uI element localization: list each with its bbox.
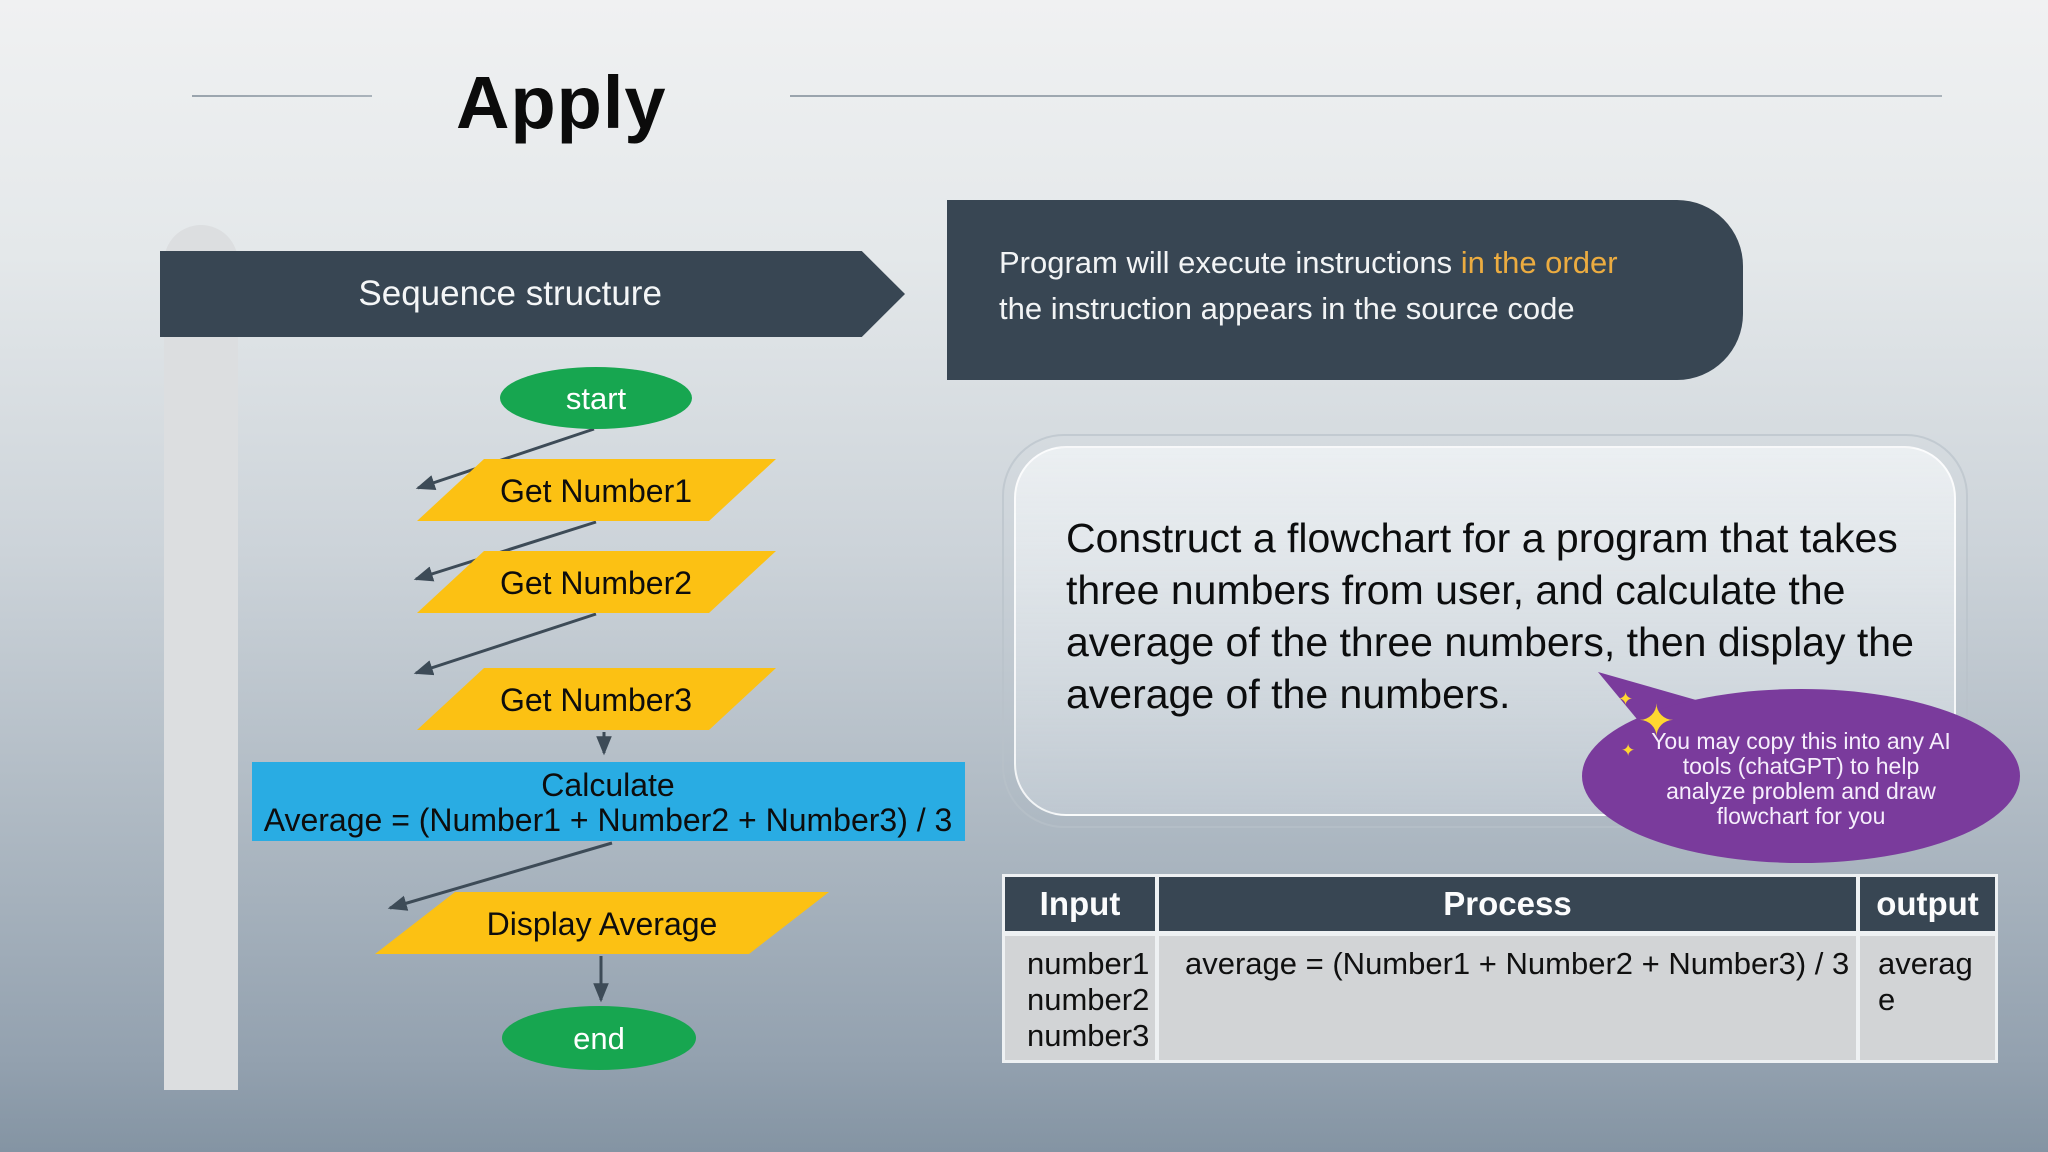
get-number3-label: Get Number3: [500, 682, 692, 718]
bubble-line: analyze problem and draw: [1666, 778, 1936, 804]
get-number3-parallelogram: [417, 668, 776, 730]
calculate-process-shape: [252, 762, 965, 841]
arrow-calc-to-display: [387, 841, 613, 911]
sparkles-icon-small: ✦: [1618, 689, 1634, 709]
title-rule-left: [192, 95, 372, 97]
get-number2-label: Get Number2: [500, 565, 692, 601]
info-highlight: in the order: [1460, 245, 1618, 280]
problem-box: [1002, 434, 1968, 828]
input-item: number2: [1027, 982, 1150, 1017]
bubble-line: You may copy this into any AI: [1651, 728, 1951, 754]
info-line-1: Program will execute instructions in the…: [999, 245, 1618, 280]
end-label: end: [573, 1021, 625, 1056]
calculate-label-line2: Average = (Number1 + Number2 + Number3) …: [264, 802, 953, 838]
problem-line: three numbers from user, and calculate t…: [1066, 567, 1846, 613]
left-decor-bar: [164, 225, 238, 1090]
problem-text: Construct a flowchart for a program that…: [1066, 512, 1966, 720]
bubble-line: flowchart for you: [1716, 803, 1886, 829]
arrow-get1-to-get2: [413, 520, 597, 582]
page-title: Apply: [456, 61, 667, 144]
input-item: number3: [1027, 1018, 1150, 1053]
flowchart: start Get Number1 Get Number2 Get Number…: [252, 367, 965, 1070]
get-number1-parallelogram: [417, 459, 776, 521]
get-number2-parallelogram: [417, 551, 776, 613]
problem-box-inner: [1014, 446, 1956, 816]
table-cell-output: average: [1860, 936, 1995, 1060]
end-terminator-shape: [502, 1006, 696, 1070]
start-label: start: [566, 381, 627, 416]
sparkles-icon: ✦: [1638, 697, 1675, 746]
sequence-structure-banner: Sequence structure: [160, 251, 905, 337]
arrow-start-to-get1: [415, 427, 595, 491]
speech-bubble-tail: [1598, 672, 1710, 730]
start-terminator-shape: [500, 367, 692, 429]
table-header-process: Process: [1159, 877, 1856, 931]
sequence-structure-label: Sequence structure: [358, 274, 662, 313]
table-cell-input: number1 number2 number3: [1005, 936, 1155, 1060]
problem-line: average of the numbers.: [1066, 671, 1511, 717]
calculate-label-line1: Calculate: [541, 767, 674, 803]
get-number1-label: Get Number1: [500, 473, 692, 509]
sparkles-icon-small: ✦: [1621, 741, 1636, 760]
info-box: Program will execute instructions in the…: [947, 200, 1743, 380]
table-header-input: Input: [1005, 877, 1155, 931]
problem-line: Construct a flowchart for a program that…: [1066, 515, 1898, 561]
display-average-label: Display Average: [487, 906, 718, 942]
bubble-line: tools (chatGPT) to help: [1682, 753, 1920, 779]
title-rule-right: [790, 95, 1942, 97]
info-line-2: the instruction appears in the source co…: [999, 291, 1575, 326]
speech-bubble: You may copy this into any AI tools (cha…: [1582, 689, 2020, 863]
table-cell-process: average = (Number1 + Number2 + Number3) …: [1159, 936, 1856, 1060]
input-item: number1: [1027, 946, 1150, 981]
display-average-parallelogram: [375, 892, 829, 954]
table-header-output: output: [1860, 877, 1995, 931]
problem-line: average of the three numbers, then displ…: [1066, 619, 1914, 665]
io-table: Input Process output number1 number2 num…: [1002, 874, 1998, 1063]
speech-bubble-text: You may copy this into any AI tools (cha…: [1612, 729, 1990, 829]
arrow-get2-to-get3: [413, 612, 597, 676]
info-box-text: Program will execute instructions in the…: [999, 240, 1618, 332]
